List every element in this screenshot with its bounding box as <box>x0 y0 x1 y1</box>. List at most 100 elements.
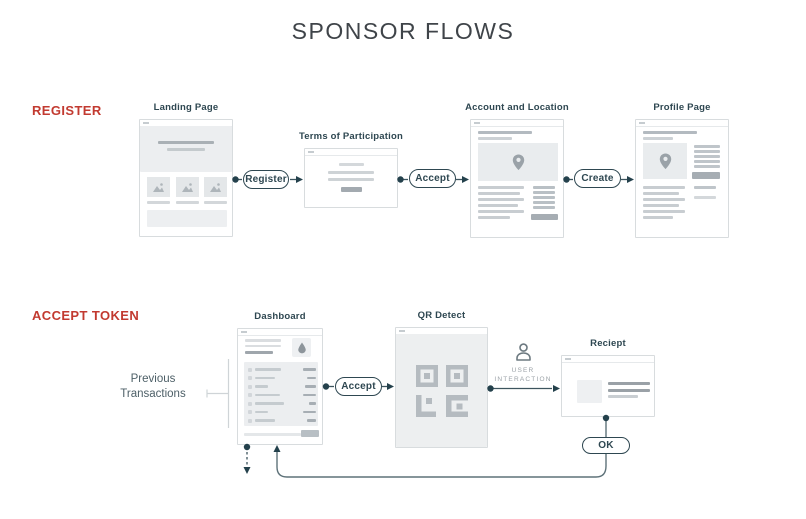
section-label-accept-token: ACCEPT TOKEN <box>32 308 140 323</box>
row-icon-placeholder <box>248 384 252 389</box>
row-icon-placeholder <box>248 367 252 372</box>
text-placeholder <box>643 192 679 195</box>
row-text-placeholder <box>255 393 280 396</box>
section-label-register: REGISTER <box>32 103 102 118</box>
image-card <box>204 177 227 197</box>
window-control <box>474 122 480 124</box>
form-line-placeholder <box>533 206 555 209</box>
window-control <box>399 330 405 332</box>
text-placeholder <box>245 344 281 347</box>
row-amount-placeholder <box>303 410 316 413</box>
window-control <box>241 331 247 333</box>
register-button[interactable]: Register <box>243 170 289 189</box>
wireframe-qr-detect-page: QR Detect <box>395 310 488 448</box>
user-interaction-caption: USER INTERACTION <box>481 343 565 384</box>
browser-window <box>304 148 398 208</box>
user-interaction-line-1: USER <box>511 367 535 374</box>
text-placeholder <box>478 198 524 201</box>
browser-window <box>237 328 323 445</box>
row-amount-placeholder <box>303 393 316 396</box>
location-pin-icon <box>512 154 524 170</box>
map-block <box>643 143 687 179</box>
location-pin-icon <box>659 153 671 169</box>
profile-page-label: Profile Page <box>653 102 711 113</box>
image-placeholder-icon <box>210 182 221 192</box>
qr-code-icon <box>416 365 468 417</box>
wireframe-terms-page: Terms of Participation <box>299 131 403 208</box>
create-button[interactable]: Create <box>574 169 621 188</box>
accept-button-token-flow[interactable]: Accept <box>335 377 382 396</box>
window-control <box>308 151 314 153</box>
form-line-placeholder <box>694 155 720 158</box>
previous-transactions-leader-lines <box>206 359 230 428</box>
page-title: SPONSOR FLOWS <box>291 18 515 44</box>
row-text-placeholder <box>255 402 284 405</box>
window-control <box>565 358 571 360</box>
row-text-placeholder <box>255 385 268 388</box>
row-text-placeholder <box>255 376 275 379</box>
row-amount-placeholder <box>307 376 316 379</box>
text-placeholder <box>328 170 374 174</box>
thumbnail-placeholder <box>577 380 602 403</box>
previous-transactions-annotation: Previous Transactions <box>104 372 202 402</box>
text-placeholder <box>478 186 524 189</box>
row-icon-placeholder <box>248 376 252 380</box>
heading-placeholder <box>643 131 697 134</box>
text-placeholder <box>478 204 518 207</box>
form-line-placeholder <box>694 160 720 163</box>
heading-placeholder <box>158 141 214 144</box>
image-placeholder-icon <box>181 182 193 192</box>
text-placeholder <box>643 204 679 207</box>
dashed-exit-arrow <box>243 443 251 474</box>
wireframe-account-location-page: Account and Location <box>465 102 569 238</box>
receipt-page-label: Reciept <box>590 338 626 349</box>
footer-line-placeholder <box>244 433 301 436</box>
terms-page-label: Terms of Participation <box>299 131 403 142</box>
browser-window <box>139 119 233 237</box>
row-text-placeholder <box>255 368 281 371</box>
droplet-icon <box>297 342 306 354</box>
button-placeholder <box>692 172 720 179</box>
ok-button[interactable]: OK <box>582 437 630 454</box>
row-amount-placeholder <box>307 419 316 422</box>
button-placeholder <box>531 214 558 220</box>
text-placeholder <box>478 210 524 213</box>
text-placeholder <box>328 177 374 181</box>
landing-page-label: Landing Page <box>153 102 219 113</box>
browser-window <box>470 119 564 238</box>
content-block <box>147 210 227 227</box>
form-line-placeholder <box>694 165 720 168</box>
wireframe-profile-page: Profile Page <box>635 102 729 238</box>
droplet-badge <box>292 338 311 357</box>
account-page-label: Account and Location <box>465 102 569 113</box>
row-text-placeholder <box>255 410 268 413</box>
text-placeholder <box>245 339 281 342</box>
browser-window <box>395 327 488 448</box>
text-placeholder <box>608 388 650 392</box>
wireframe-dashboard-page: Dashboard <box>237 311 323 445</box>
row-amount-placeholder <box>305 385 316 388</box>
text-placeholder <box>643 210 685 213</box>
qr-detect-page-label: QR Detect <box>417 310 466 321</box>
row-icon-placeholder <box>248 401 252 406</box>
subheading-placeholder <box>478 137 512 140</box>
text-placeholder <box>643 186 685 189</box>
person-icon <box>515 343 531 361</box>
row-amount-placeholder <box>309 402 316 405</box>
user-interaction-line-2: INTERACTION <box>494 375 552 383</box>
caption-placeholder <box>175 201 199 204</box>
dashboard-page-label: Dashboard <box>254 311 306 322</box>
browser-chrome <box>305 149 397 156</box>
image-card <box>147 177 170 197</box>
browser-chrome <box>636 120 728 127</box>
accept-button-register-flow[interactable]: Accept <box>409 169 456 188</box>
browser-window <box>561 355 655 417</box>
browser-chrome <box>238 329 322 336</box>
window-control <box>143 122 149 124</box>
wireframe-receipt-page: Reciept <box>561 338 655 417</box>
form-line-placeholder <box>533 186 555 189</box>
row-icon-placeholder <box>248 418 252 423</box>
heading-placeholder <box>245 350 273 354</box>
browser-window <box>635 119 729 238</box>
